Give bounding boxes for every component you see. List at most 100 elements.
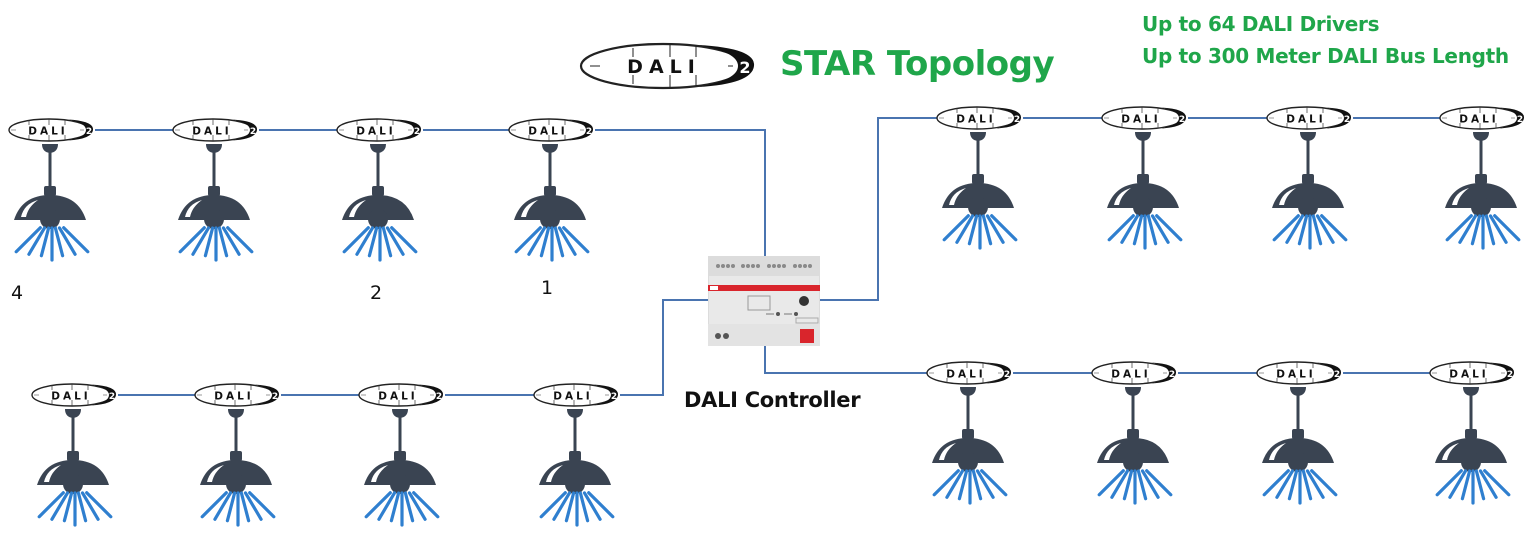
dali-controller-device[interactable] <box>708 256 820 346</box>
pendant-lamp-icon <box>14 144 86 229</box>
light-rays-icon <box>1445 214 1521 250</box>
pendant-lamp-icon <box>942 132 1014 217</box>
light-rays-icon <box>364 491 440 527</box>
dali2-driver-badge: DALI 2 <box>31 383 117 407</box>
svg-text:2: 2 <box>739 58 750 77</box>
bus-line-bottom-right <box>764 345 927 374</box>
node-number-1: 1 <box>541 277 554 299</box>
svg-text:2: 2 <box>86 127 92 137</box>
lamp-node-top-left-3[interactable]: DALI 2 <box>330 116 430 286</box>
light-rays-icon <box>1272 214 1348 250</box>
svg-text:2: 2 <box>436 392 442 402</box>
dali2-logo: DALI 2 <box>579 42 755 90</box>
lamp-node-bottom-left-2[interactable]: DALI 2 <box>188 381 288 551</box>
lamp-node-top-right-1[interactable]: DALI 2 <box>930 104 1030 274</box>
lamp-node-bottom-left-1[interactable]: DALI 2 <box>25 381 125 551</box>
lamp-node-bottom-left-3[interactable]: DALI 2 <box>352 381 452 551</box>
pendant-lamp-icon <box>514 144 586 229</box>
svg-text:2: 2 <box>1169 370 1175 380</box>
light-rays-icon <box>14 226 90 262</box>
svg-text:DALI: DALI <box>528 126 567 138</box>
dali2-driver-badge: DALI 2 <box>1256 361 1342 385</box>
svg-text:DALI: DALI <box>214 391 253 403</box>
dali2-driver-badge: DALI 2 <box>336 118 422 142</box>
pendant-lamp-icon <box>1107 132 1179 217</box>
lamp-node-top-right-3[interactable]: DALI 2 <box>1260 104 1360 274</box>
dali2-driver-badge: DALI 2 <box>172 118 258 142</box>
svg-text:DALI: DALI <box>378 391 417 403</box>
dali2-driver-badge: DALI 2 <box>194 383 280 407</box>
pendant-lamp-icon <box>1097 387 1169 472</box>
svg-text:2: 2 <box>1179 115 1185 125</box>
svg-text:DALI: DALI <box>1449 369 1488 381</box>
light-rays-icon <box>200 491 276 527</box>
dali2-driver-badge: DALI 2 <box>1266 106 1352 130</box>
controller-label: DALI Controller <box>684 388 861 412</box>
lamp-node-bottom-right-1[interactable]: DALI 2 <box>920 359 1020 529</box>
svg-text:DALI: DALI <box>1121 114 1160 126</box>
light-rays-icon <box>539 491 615 527</box>
svg-text:2: 2 <box>1004 370 1010 380</box>
star-topology-diagram: DALI 2 STAR Topology Up to 64 DALI Drive… <box>2 12 1533 529</box>
light-rays-icon <box>1107 214 1183 250</box>
lamp-node-top-left-2[interactable]: DALI 2 <box>166 116 266 286</box>
pendant-lamp-icon <box>178 144 250 229</box>
svg-text:DALI: DALI <box>356 126 395 138</box>
svg-text:DALI: DALI <box>1111 369 1150 381</box>
light-rays-icon <box>1097 469 1173 505</box>
pendant-lamp-icon <box>1445 132 1517 217</box>
svg-text:2: 2 <box>1507 370 1513 380</box>
light-rays-icon <box>942 214 1018 250</box>
dali2-driver-badge: DALI 2 <box>8 118 94 142</box>
svg-text:2: 2 <box>1014 115 1020 125</box>
svg-text:2: 2 <box>109 392 115 402</box>
lamp-node-bottom-left-4[interactable]: DALI 2 <box>527 381 627 551</box>
dali2-driver-badge: DALI 2 <box>1429 361 1515 385</box>
terminal-screws-icon <box>716 264 812 268</box>
lamp-node-top-right-2[interactable]: DALI 2 <box>1095 104 1195 274</box>
dali2-driver-badge: DALI 2 <box>358 383 444 407</box>
dali2-driver-badge: DALI 2 <box>1091 361 1177 385</box>
dali2-driver-badge: DALI 2 <box>1439 106 1525 130</box>
pendant-lamp-icon <box>932 387 1004 472</box>
bus-line-bottom-left <box>620 299 710 396</box>
light-rays-icon <box>514 226 590 262</box>
pendant-lamp-icon <box>200 409 272 494</box>
svg-text:DALI: DALI <box>1459 114 1498 126</box>
info-max-bus-length: Up to 300 Meter DALI Bus Length <box>1142 44 1509 68</box>
svg-text:2: 2 <box>272 392 278 402</box>
svg-text:2: 2 <box>250 127 256 137</box>
light-rays-icon <box>932 469 1008 505</box>
svg-text:2: 2 <box>1517 115 1523 125</box>
lamp-node-bottom-right-4[interactable]: DALI 2 <box>1423 359 1523 529</box>
light-rays-icon <box>1262 469 1338 505</box>
svg-text:DALI: DALI <box>1276 369 1315 381</box>
node-number-4: 4 <box>11 282 24 304</box>
diagram-title: STAR Topology <box>780 44 1055 84</box>
lamp-node-bottom-right-3[interactable]: DALI 2 <box>1250 359 1350 529</box>
svg-text:DALI: DALI <box>51 391 90 403</box>
info-max-drivers: Up to 64 DALI Drivers <box>1142 12 1380 36</box>
bus-wiring <box>95 117 1440 396</box>
pendant-lamp-icon <box>1435 387 1507 472</box>
svg-text:2: 2 <box>586 127 592 137</box>
svg-text:DALI: DALI <box>28 126 67 138</box>
svg-text:DALI: DALI <box>553 391 592 403</box>
pendant-lamp-icon <box>342 144 414 229</box>
pendant-lamp-icon <box>1272 132 1344 217</box>
dali2-driver-badge: DALI 2 <box>1101 106 1187 130</box>
light-rays-icon <box>37 491 113 527</box>
svg-text:2: 2 <box>414 127 420 137</box>
svg-text:DALI: DALI <box>956 114 995 126</box>
light-rays-icon <box>178 226 254 262</box>
logo-text: DALI <box>627 56 701 78</box>
lamp-node-top-left-4[interactable]: DALI 2 <box>502 116 602 286</box>
svg-text:2: 2 <box>611 392 617 402</box>
svg-text:2: 2 <box>1334 370 1340 380</box>
dali2-driver-badge: DALI 2 <box>533 383 619 407</box>
lamp-node-top-left-1[interactable]: DALI 2 <box>2 116 102 286</box>
lamp-node-bottom-right-2[interactable]: DALI 2 <box>1085 359 1185 529</box>
lamp-node-top-right-4[interactable]: DALI 2 <box>1433 104 1533 274</box>
pendant-lamp-icon <box>539 409 611 494</box>
light-rays-icon <box>342 226 418 262</box>
